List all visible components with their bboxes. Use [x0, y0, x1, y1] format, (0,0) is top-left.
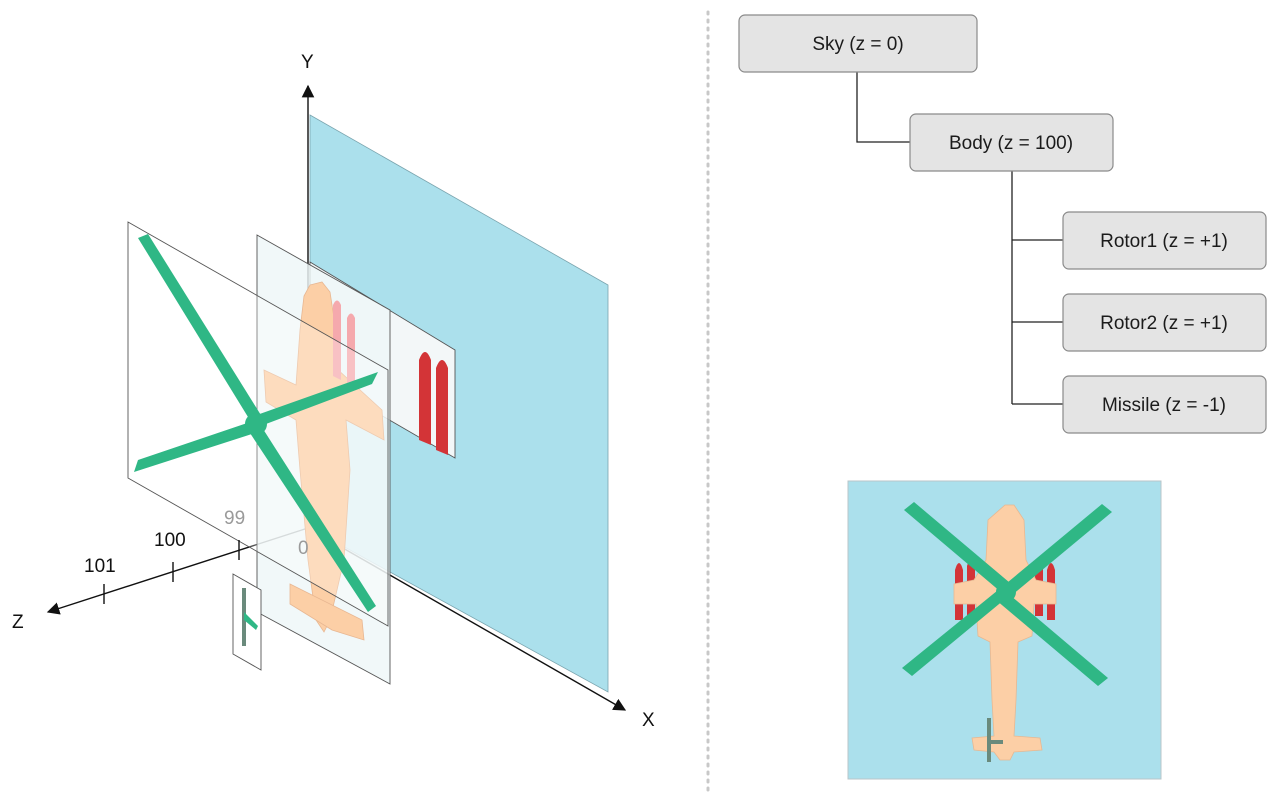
x-axis-label: X: [642, 710, 655, 731]
tick-label-99: 99: [224, 508, 245, 529]
exploded-layers-view: Y X Z 101 100 99 0: [12, 52, 655, 731]
node-body-label: Body (z = 100): [949, 133, 1073, 154]
node-missile-label: Missile (z = -1): [1102, 395, 1226, 416]
z-axis-label: Z: [12, 612, 24, 633]
preview-tail-rotor: [987, 718, 1003, 762]
layer-tree: Sky (z = 0) Body (z = 100) Rotor1 (z = +…: [738, 14, 1267, 434]
node-rotor2-label: Rotor2 (z = +1): [1100, 313, 1228, 334]
node-rotor1: Rotor1 (z = +1): [1062, 211, 1267, 270]
preview-body: [953, 504, 1057, 761]
main-rotor: [134, 234, 378, 612]
preview-main-rotor: [902, 502, 1112, 686]
node-rotor1-label: Rotor1 (z = +1): [1100, 231, 1228, 252]
y-axis-label: Y: [301, 52, 314, 73]
node-rotor2: Rotor2 (z = +1): [1062, 293, 1267, 352]
tail-rotor: [242, 588, 258, 646]
node-body: Body (z = 100): [909, 113, 1114, 172]
node-sky: Sky (z = 0): [738, 14, 978, 73]
tick-label-100: 100: [154, 530, 186, 551]
node-missile: Missile (z = -1): [1062, 375, 1267, 434]
body-missile-ghosts: [333, 300, 355, 390]
tick-label-0: 0: [298, 538, 309, 559]
missile-pair: [419, 352, 448, 455]
tick-label-101: 101: [84, 556, 116, 577]
node-sky-label: Sky (z = 0): [812, 34, 903, 55]
connector-sky-body: [856, 72, 910, 143]
composited-preview: [847, 480, 1162, 780]
